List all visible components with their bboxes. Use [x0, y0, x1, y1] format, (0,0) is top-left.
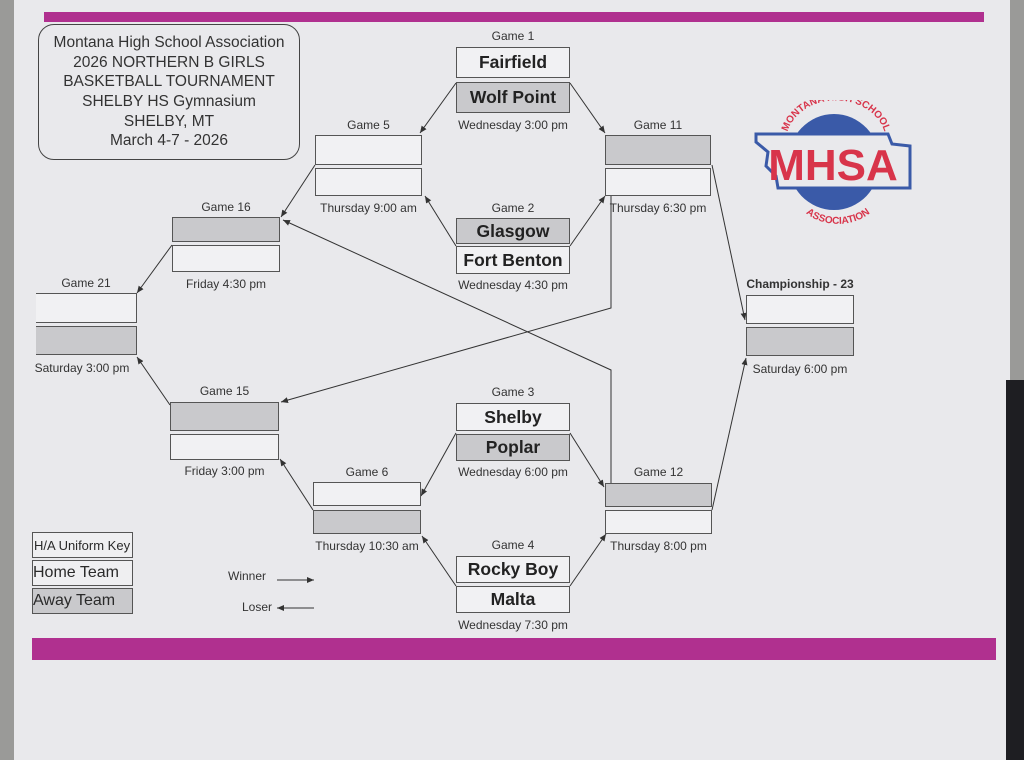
game-12-time: Thursday 8:00 pm	[610, 539, 707, 553]
championship-bottom-slot	[746, 327, 854, 356]
championship-title: Championship - 23	[746, 277, 854, 291]
game-1-away-team: Wolf Point	[456, 82, 570, 113]
line-g2-to-g11	[569, 195, 606, 247]
line-g11-loser-to-g15	[280, 196, 612, 403]
game-16-title: Game 16	[201, 200, 251, 214]
game-15-bottom-slot	[170, 434, 279, 460]
line-g5-to-g16	[280, 164, 316, 218]
game-12-bottom-slot	[605, 510, 712, 534]
game-3-away-team: Poplar	[456, 434, 570, 461]
uniform-key: H/A Uniform Key Home Team Away Team	[32, 532, 133, 616]
line-g1-to-g5	[419, 82, 457, 134]
game-15-top-slot	[170, 402, 279, 431]
game-6-time: Thursday 10:30 am	[315, 539, 419, 553]
game-21-top-slot	[36, 293, 137, 323]
header-line-association: Montana High School Association	[53, 34, 285, 52]
line-g4-to-g6	[421, 535, 457, 587]
game-11-top-slot	[605, 135, 711, 165]
line-g1-to-g11	[569, 82, 606, 134]
game-6-title: Game 6	[345, 465, 389, 479]
game-21-time: Saturday 3:00 pm	[34, 361, 130, 375]
tournament-header: Montana High School Association 2026 NOR…	[38, 24, 300, 160]
game-6-top-slot	[313, 482, 421, 506]
line-g6-to-g15	[279, 458, 314, 511]
championship-top-slot	[746, 295, 854, 324]
game-16-top-slot	[172, 217, 280, 242]
game-3-home-team: Shelby	[456, 403, 570, 431]
uniform-key-title: H/A Uniform Key	[32, 532, 133, 558]
game-2-away-team: Fort Benton	[456, 246, 570, 274]
game-16-bottom-slot	[172, 245, 280, 272]
game-15-time: Friday 3:00 pm	[184, 464, 265, 478]
line-g16-to-g21	[136, 244, 173, 294]
game-5-title: Game 5	[347, 118, 390, 132]
game-12-title: Game 12	[633, 465, 684, 479]
game-2-home-team: Glasgow	[456, 218, 570, 244]
game-6-bottom-slot	[313, 510, 421, 534]
line-g2-to-g5	[424, 195, 457, 247]
mhsa-logo-icon: MHSA MONTANA HIGH SCHOOL ASSOCIATION	[754, 100, 912, 227]
game-15-title: Game 15	[199, 384, 250, 398]
game-4-home-team: Rocky Boy	[456, 556, 570, 583]
game-4-away-team: Malta	[456, 586, 570, 613]
game-4-time: Wednesday 7:30 pm	[458, 618, 568, 632]
line-g3-to-g6	[420, 432, 457, 497]
header-line-city: SHELBY, MT	[123, 112, 215, 130]
game-4-title: Game 4	[491, 538, 535, 552]
game-11-title: Game 11	[633, 118, 683, 132]
game-1-home-team: Fairfield	[456, 47, 570, 78]
game-21-title: Game 21	[61, 276, 111, 290]
championship-time: Saturday 6:00 pm	[752, 362, 848, 376]
line-g15-to-g21	[136, 356, 171, 406]
bottom-accent-bar	[32, 638, 996, 660]
game-5-time: Thursday 9:00 am	[320, 201, 417, 215]
legend-winner-label: Winner	[228, 569, 267, 583]
line-g12-loser-to-g16	[282, 219, 612, 483]
legend-loser-label: Loser	[242, 600, 273, 614]
game-1-time: Wednesday 3:00 pm	[458, 118, 568, 132]
top-accent-bar	[44, 12, 984, 22]
game-11-time: Thursday 6:30 pm	[609, 201, 707, 215]
header-line-dates: March 4-7 - 2026	[109, 132, 229, 150]
game-2-title: Game 2	[491, 201, 535, 215]
game-21-bottom-slot	[36, 326, 137, 355]
header-line-year: 2026 NORTHERN B GIRLS	[73, 53, 265, 71]
line-g11-to-championship	[711, 164, 747, 321]
game-12-top-slot	[605, 483, 712, 507]
header-line-tournament: BASKETBALL TOURNAMENT	[63, 73, 275, 91]
game-1-title: Game 1	[491, 29, 535, 43]
game-11-bottom-slot	[605, 168, 711, 196]
game-3-title: Game 3	[491, 385, 535, 399]
game-5-bottom-slot	[315, 168, 422, 196]
header-line-venue: SHELBY HS Gymnasium	[82, 93, 256, 110]
game-2-time: Wednesday 4:30 pm	[458, 278, 568, 292]
line-g4-to-g12	[569, 533, 607, 587]
background-shadow	[1006, 380, 1024, 760]
game-16-time: Friday 4:30 pm	[185, 277, 267, 291]
uniform-key-home: Home Team	[32, 560, 133, 586]
uniform-key-away: Away Team	[32, 588, 133, 614]
game-3-time: Wednesday 6:00 pm	[458, 465, 568, 479]
game-5-top-slot	[315, 135, 422, 165]
line-g3-to-g12	[569, 432, 605, 488]
logo-main-text: MHSA	[768, 141, 898, 190]
line-g12-to-championship	[711, 357, 748, 511]
